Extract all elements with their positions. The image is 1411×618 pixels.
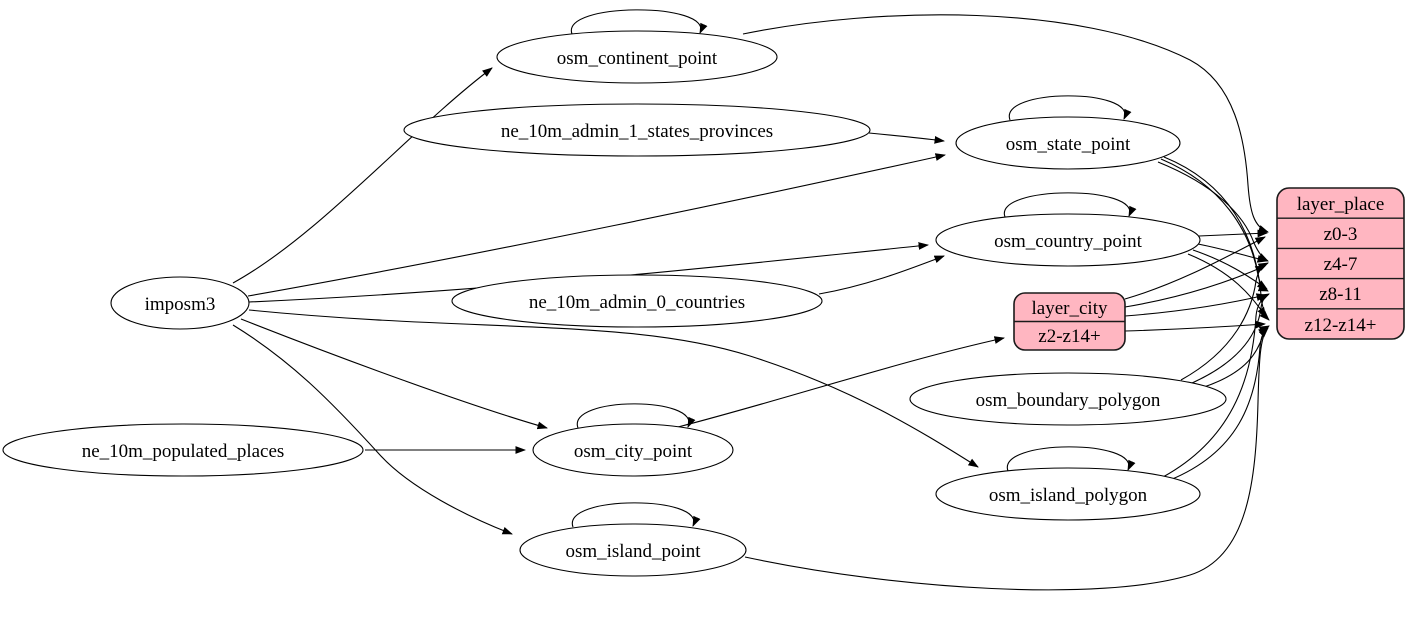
edge-osm_country_point-layer_place-z4-7 xyxy=(1197,243,1268,263)
node-imposm3-label: imposm3 xyxy=(145,294,216,315)
node-osm_country_point-label: osm_country_point xyxy=(994,231,1142,252)
node-osm_island_polygon-shape xyxy=(935,467,1201,521)
record-layer_place-row-z8-11: z8-11 xyxy=(1319,284,1362,305)
edge-ne_10m_admin_1_states_provinces-osm_state_point xyxy=(868,132,945,144)
edge-imposm3-osm_continent_point xyxy=(232,67,493,284)
node-osm_boundary_polygon-label: osm_boundary_polygon xyxy=(976,390,1161,411)
edge-osm_island_point-layer_place-z12-z14 xyxy=(744,327,1269,591)
edge-imposm3-osm_island_polygon xyxy=(248,309,979,468)
node-osm_continent_point-shape xyxy=(496,30,778,84)
edge-osm_country_point-layer_place-z12-z14 xyxy=(1187,253,1267,318)
record-layer_city-title: layer_city xyxy=(1032,298,1108,319)
node-ne_10m_populated_places: ne_10m_populated_places xyxy=(2,423,364,477)
node-osm_boundary_polygon-shape xyxy=(909,372,1227,426)
node-ne_10m_admin_0_countries-label: ne_10m_admin_0_countries xyxy=(529,292,745,313)
node-osm_island_point-shape xyxy=(519,523,747,577)
edge-layer_city-layer_place-z12-z14 xyxy=(1124,320,1266,332)
edge-osm_country_point-self-loop xyxy=(1004,192,1137,218)
node-ne_10m_admin_1_states_provinces-label: ne_10m_admin_1_states_provinces xyxy=(501,121,773,142)
edge-osm_continent_point-layer_place-z0-3 xyxy=(742,14,1269,233)
node-osm_country_point: osm_country_point xyxy=(935,213,1201,267)
node-osm_city_point-shape xyxy=(532,423,734,477)
edge-layer_city-layer_place-z0-3 xyxy=(1124,236,1266,300)
edge-osm_island_polygon-layer_place-z8-11 xyxy=(1162,294,1269,478)
node-imposm3: imposm3 xyxy=(110,276,250,330)
node-osm_country_point-shape xyxy=(935,213,1201,267)
node-osm_island_polygon-label: osm_island_polygon xyxy=(989,485,1148,506)
node-osm_continent_point-label: osm_continent_point xyxy=(557,48,718,69)
node-osm_island_point: osm_island_point xyxy=(519,523,747,577)
edge-osm_state_point-layer_place-z8-11 xyxy=(1160,158,1269,292)
edge-osm_continent_point-self-loop xyxy=(571,9,708,35)
edge-layer_city-layer_place-z8-11 xyxy=(1124,293,1267,317)
edge-ne_10m_admin_0_countries-osm_country_point xyxy=(818,255,945,295)
node-imposm3-shape xyxy=(110,276,250,330)
edge-osm_island_point-self-loop xyxy=(572,502,701,528)
node-ne_10m_admin_1_states_provinces: ne_10m_admin_1_states_provinces xyxy=(403,103,871,157)
record-layer_place-row-z12-z14: z12-z14+ xyxy=(1305,315,1377,336)
node-ne_10m_admin_0_countries-shape xyxy=(451,274,823,328)
edge-osm_city_point-self-loop xyxy=(576,403,696,429)
node-osm_continent_point: osm_continent_point xyxy=(496,30,778,84)
record-layer_place: layer_place z0-3 z4-7 z8-11 z12-z14+ xyxy=(1276,187,1405,340)
record-layer_city-row-z2-z14: z2-z14+ xyxy=(1038,326,1100,347)
edge-osm_state_point-self-loop xyxy=(1008,95,1132,121)
edge-osm_city_point-layer_city-z2-z14 xyxy=(677,336,1005,428)
node-osm_state_point: osm_state_point xyxy=(955,116,1181,170)
record-layer_city: layer_city z2-z14+ xyxy=(1013,292,1126,351)
edge-osm_island_polygon-self-loop xyxy=(1007,446,1136,472)
node-osm_island_polygon: osm_island_polygon xyxy=(935,467,1201,521)
node-ne_10m_admin_0_countries: ne_10m_admin_0_countries xyxy=(451,274,823,328)
record-layer_place-row-z4-7: z4-7 xyxy=(1324,254,1358,275)
node-osm_city_point-label: osm_city_point xyxy=(574,441,693,462)
node-ne_10m_populated_places-label: ne_10m_populated_places xyxy=(82,441,285,462)
node-ne_10m_admin_1_states_provinces-shape xyxy=(403,103,871,157)
node-osm_island_point-label: osm_island_point xyxy=(565,541,701,562)
node-osm_boundary_polygon: osm_boundary_polygon xyxy=(909,372,1227,426)
node-ne_10m_populated_places-shape xyxy=(2,423,364,477)
edge-layer_city-layer_place-z4-7 xyxy=(1124,265,1266,308)
node-osm_city_point: osm_city_point xyxy=(532,423,734,477)
node-osm_state_point-shape xyxy=(955,116,1181,170)
edge-osm_state_point-layer_place-z4-7 xyxy=(1157,161,1269,262)
edge-imposm3-osm_island_point xyxy=(232,324,513,535)
node-osm_state_point-label: osm_state_point xyxy=(1006,134,1131,155)
edge-imposm3-osm_state_point xyxy=(247,153,946,297)
edge-osm_boundary_polygon-layer_place-z4-7 xyxy=(1180,262,1269,381)
record-layer_place-row-z0-3: z0-3 xyxy=(1324,224,1358,245)
edge-osm_country_point-layer_place-z0-3 xyxy=(1198,229,1268,238)
edges-group xyxy=(232,9,1270,591)
record-layer_place-title: layer_place xyxy=(1297,194,1385,215)
edge-imposm3-osm_city_point xyxy=(240,318,548,430)
record-layer_place-shape xyxy=(1276,187,1405,340)
